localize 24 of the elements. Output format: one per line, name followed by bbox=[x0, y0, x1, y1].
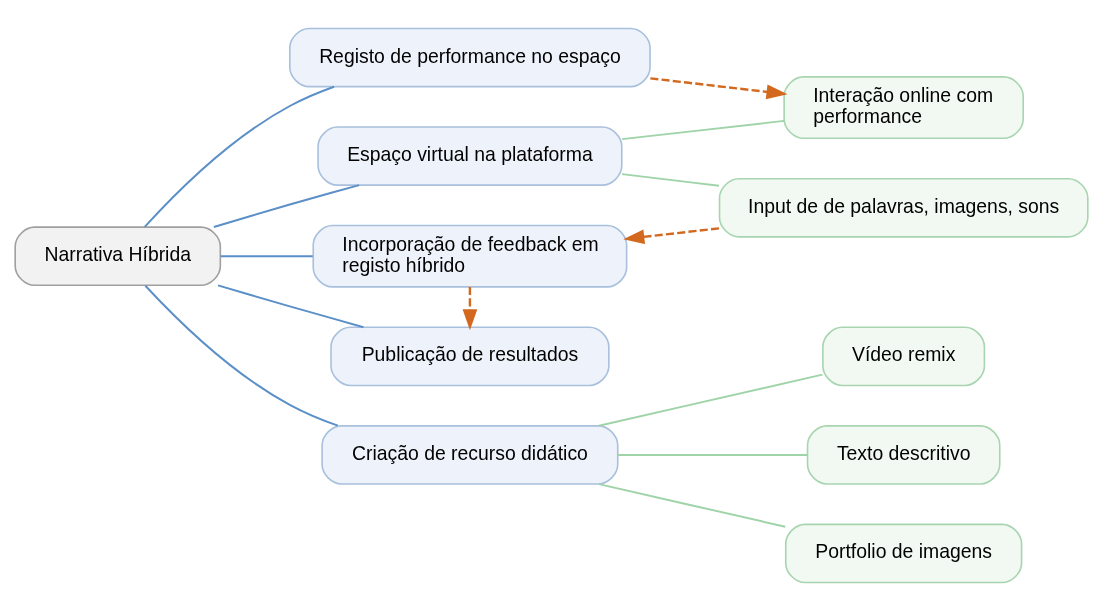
connector bbox=[212, 183, 361, 228]
connector bbox=[621, 172, 720, 187]
node-box: Publicação de resultados bbox=[330, 326, 610, 386]
node-box: Portfolio de imagens bbox=[784, 523, 1023, 583]
connector bbox=[144, 284, 339, 427]
connector bbox=[621, 119, 786, 140]
arrow bbox=[650, 76, 788, 99]
arrow bbox=[623, 226, 720, 244]
node-box: Incorporação de feedback em registo híbrido bbox=[312, 224, 628, 288]
connector bbox=[598, 373, 824, 427]
node-box: Interação online com performance bbox=[783, 75, 1024, 139]
node-box: Vídeo remix bbox=[822, 326, 986, 386]
node-box: Registo de performance no espaço bbox=[289, 27, 651, 87]
connector bbox=[143, 85, 336, 228]
node-box: Narrativa Híbrida bbox=[14, 225, 222, 286]
node-box: Texto descritivo bbox=[806, 424, 1001, 485]
connector bbox=[598, 482, 787, 528]
node-box: Criação de recurso didático bbox=[321, 424, 619, 485]
connector bbox=[219, 254, 314, 257]
node-box: Espaço virtual na plataforma bbox=[317, 125, 623, 186]
connector bbox=[616, 453, 809, 456]
arrow bbox=[462, 286, 478, 330]
node-box: Input de de palavras, imagens, sons bbox=[718, 177, 1089, 238]
connector bbox=[217, 283, 365, 328]
